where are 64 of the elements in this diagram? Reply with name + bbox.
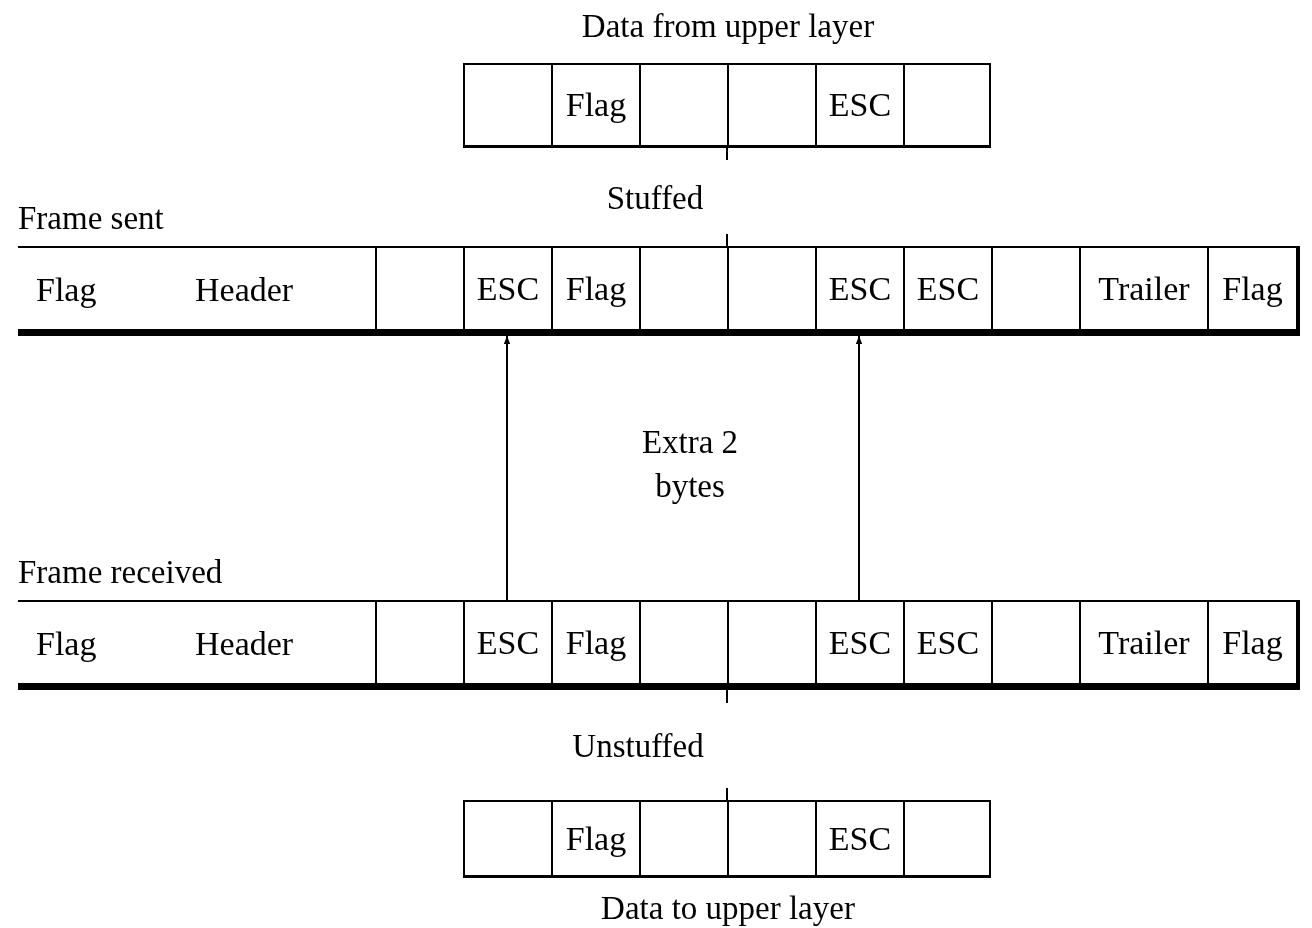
empty-byte-cell bbox=[727, 246, 815, 336]
frame-title: Data from upper layer bbox=[580, 7, 876, 46]
byte-cell bbox=[463, 600, 551, 690]
byte-label: ESC bbox=[916, 622, 980, 663]
byte-label: ESC bbox=[828, 268, 892, 309]
byte-cell bbox=[1207, 246, 1300, 336]
field-label: Header bbox=[195, 624, 294, 664]
arrow bbox=[503, 335, 511, 601]
empty-byte-cell bbox=[639, 246, 727, 336]
frame-title: Data to upper layer bbox=[600, 889, 856, 928]
empty-byte-cell bbox=[639, 800, 727, 878]
empty-byte-cell bbox=[375, 600, 463, 690]
empty-byte-cell bbox=[991, 246, 1079, 336]
empty-byte-cell bbox=[991, 600, 1079, 690]
annotation-text: Extra 2 bytes bbox=[640, 423, 740, 506]
header-field bbox=[18, 600, 375, 690]
byte-cell bbox=[815, 63, 903, 148]
byte-cell bbox=[551, 246, 639, 336]
byte-label: Flag bbox=[565, 85, 627, 125]
empty-byte-cell bbox=[639, 63, 727, 148]
annotation-text: Unstuffed bbox=[571, 727, 705, 766]
byte-label: Trailer bbox=[1098, 268, 1190, 309]
byte-cell bbox=[815, 800, 903, 878]
header-field bbox=[18, 246, 375, 336]
data-block bbox=[463, 800, 993, 928]
byte-label: ESC bbox=[476, 622, 540, 663]
byte-cell bbox=[1207, 600, 1300, 690]
byte-label: ESC bbox=[916, 268, 980, 309]
field-label: Flag bbox=[36, 624, 97, 664]
empty-byte-cell bbox=[903, 800, 991, 878]
byte-cell bbox=[1079, 246, 1207, 336]
byte-cell bbox=[815, 600, 903, 690]
byte-cell bbox=[903, 600, 991, 690]
byte-label: Flag bbox=[565, 622, 627, 663]
empty-byte-cell bbox=[727, 800, 815, 878]
empty-byte-cell bbox=[727, 63, 815, 148]
byte-cell bbox=[551, 600, 639, 690]
frame-title: Frame sent bbox=[18, 199, 165, 238]
byte-label: Flag bbox=[565, 818, 627, 859]
byte-cell bbox=[903, 246, 991, 336]
byte-label: ESC bbox=[828, 622, 892, 663]
empty-byte-cell bbox=[375, 246, 463, 336]
empty-byte-cell bbox=[463, 63, 551, 148]
empty-byte-cell bbox=[903, 63, 991, 148]
field-label: Flag bbox=[36, 270, 97, 310]
empty-byte-cell bbox=[639, 600, 727, 690]
empty-byte-cell bbox=[727, 600, 815, 690]
field-label: Header bbox=[195, 270, 294, 310]
byte-label: ESC bbox=[828, 85, 892, 125]
byte-cell bbox=[551, 800, 639, 878]
annotation-text: Stuffed bbox=[605, 179, 705, 218]
byte-label: Trailer bbox=[1098, 622, 1190, 663]
byte-label: ESC bbox=[828, 818, 892, 859]
empty-byte-cell bbox=[463, 800, 551, 878]
byte-cell bbox=[1079, 600, 1207, 690]
arrow bbox=[855, 335, 863, 601]
frame-title: Frame received bbox=[18, 553, 224, 592]
byte-label: Flag bbox=[565, 268, 627, 309]
byte-cell bbox=[551, 63, 639, 148]
byte-cell bbox=[815, 246, 903, 336]
byte-label: Flag bbox=[1222, 268, 1283, 309]
byte-label: ESC bbox=[476, 268, 540, 309]
byte-label: Flag bbox=[1222, 622, 1283, 663]
byte-cell bbox=[463, 246, 551, 336]
